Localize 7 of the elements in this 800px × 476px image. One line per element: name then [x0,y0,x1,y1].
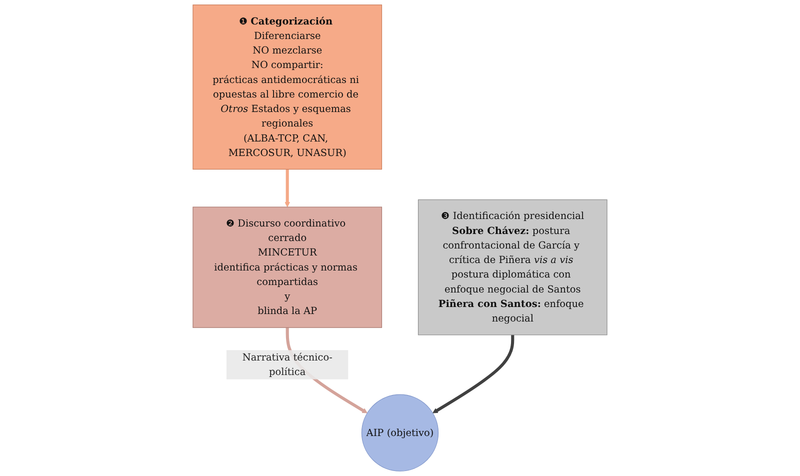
node-circle: AIP (objetivo) [361,394,439,472]
edge-label: Narrativa técnico-política [242,351,332,378]
node-box: ❶ Categorización Diferenciarse NO mezclarse NO compartir: prácticas antidemocráticas ni opuestas al libre comercio de Otros Estados y esquemas regionales (ALBA-TCP, CAN, MERCOSUR, UNASUR) [192,4,382,170]
node-box: ❸ Identificación presidencial Sobre Chávez: postura confrontacional de García y crítica de Piñera vis a vis postura diplomática con enfoque negocial de Santos Piñera con Santos: enfoque negocial [418,199,608,336]
node-box: ❷ Discurso coordinativo cerrado MINCETUR identifica prácticas y normas compartidas y blinda la AP [192,206,382,328]
arrow [284,169,290,208]
arrow [432,334,514,414]
